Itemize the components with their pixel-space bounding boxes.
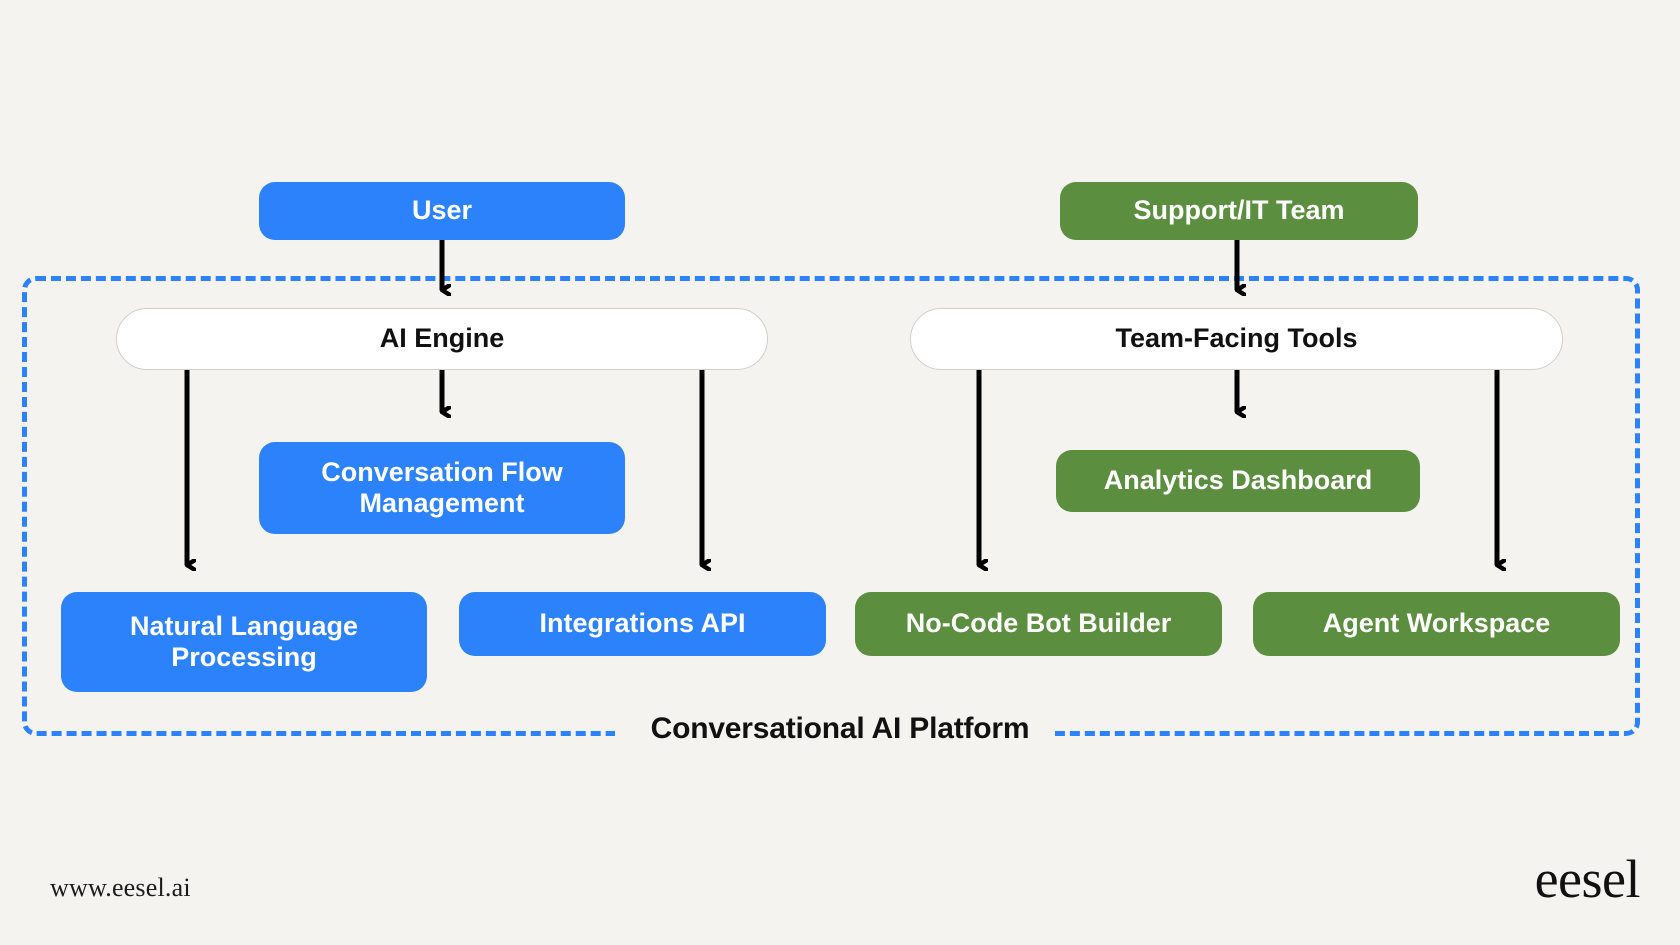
node-analytics-dashboard-label: Analytics Dashboard [1103, 465, 1373, 496]
node-natural-language-processing[interactable]: Natural Language Processing [61, 592, 427, 692]
node-agent-workspace-label: Agent Workspace [1322, 608, 1551, 639]
node-team-facing-tools[interactable]: Team-Facing Tools [910, 308, 1563, 370]
node-team-facing-tools-label: Team-Facing Tools [1115, 323, 1358, 354]
node-integrations-api-label: Integrations API [539, 608, 746, 639]
platform-label-mask [615, 712, 1055, 758]
node-no-code-bot-builder-label: No-Code Bot Builder [905, 608, 1172, 639]
node-conversation-flow-management[interactable]: Conversation Flow Management [259, 442, 625, 534]
node-user[interactable]: User [259, 182, 625, 240]
node-integrations-api[interactable]: Integrations API [459, 592, 826, 656]
node-agent-workspace[interactable]: Agent Workspace [1253, 592, 1620, 656]
node-conversation-flow-management-label: Conversation Flow Management [321, 456, 563, 518]
node-ai-engine[interactable]: AI Engine [116, 308, 768, 370]
node-user-label: User [411, 195, 473, 226]
node-support-it-team[interactable]: Support/IT Team [1060, 182, 1418, 240]
node-analytics-dashboard[interactable]: Analytics Dashboard [1056, 450, 1420, 512]
platform-label: Conversational AI Platform [650, 712, 1030, 745]
node-support-it-team-label: Support/IT Team [1133, 195, 1345, 226]
node-ai-engine-label: AI Engine [379, 323, 505, 354]
node-no-code-bot-builder[interactable]: No-Code Bot Builder [855, 592, 1222, 656]
brand-logo: eesel [1534, 849, 1641, 909]
footer-url[interactable]: www.eesel.ai [50, 873, 191, 902]
node-natural-language-processing-label: Natural Language Processing [129, 610, 359, 672]
